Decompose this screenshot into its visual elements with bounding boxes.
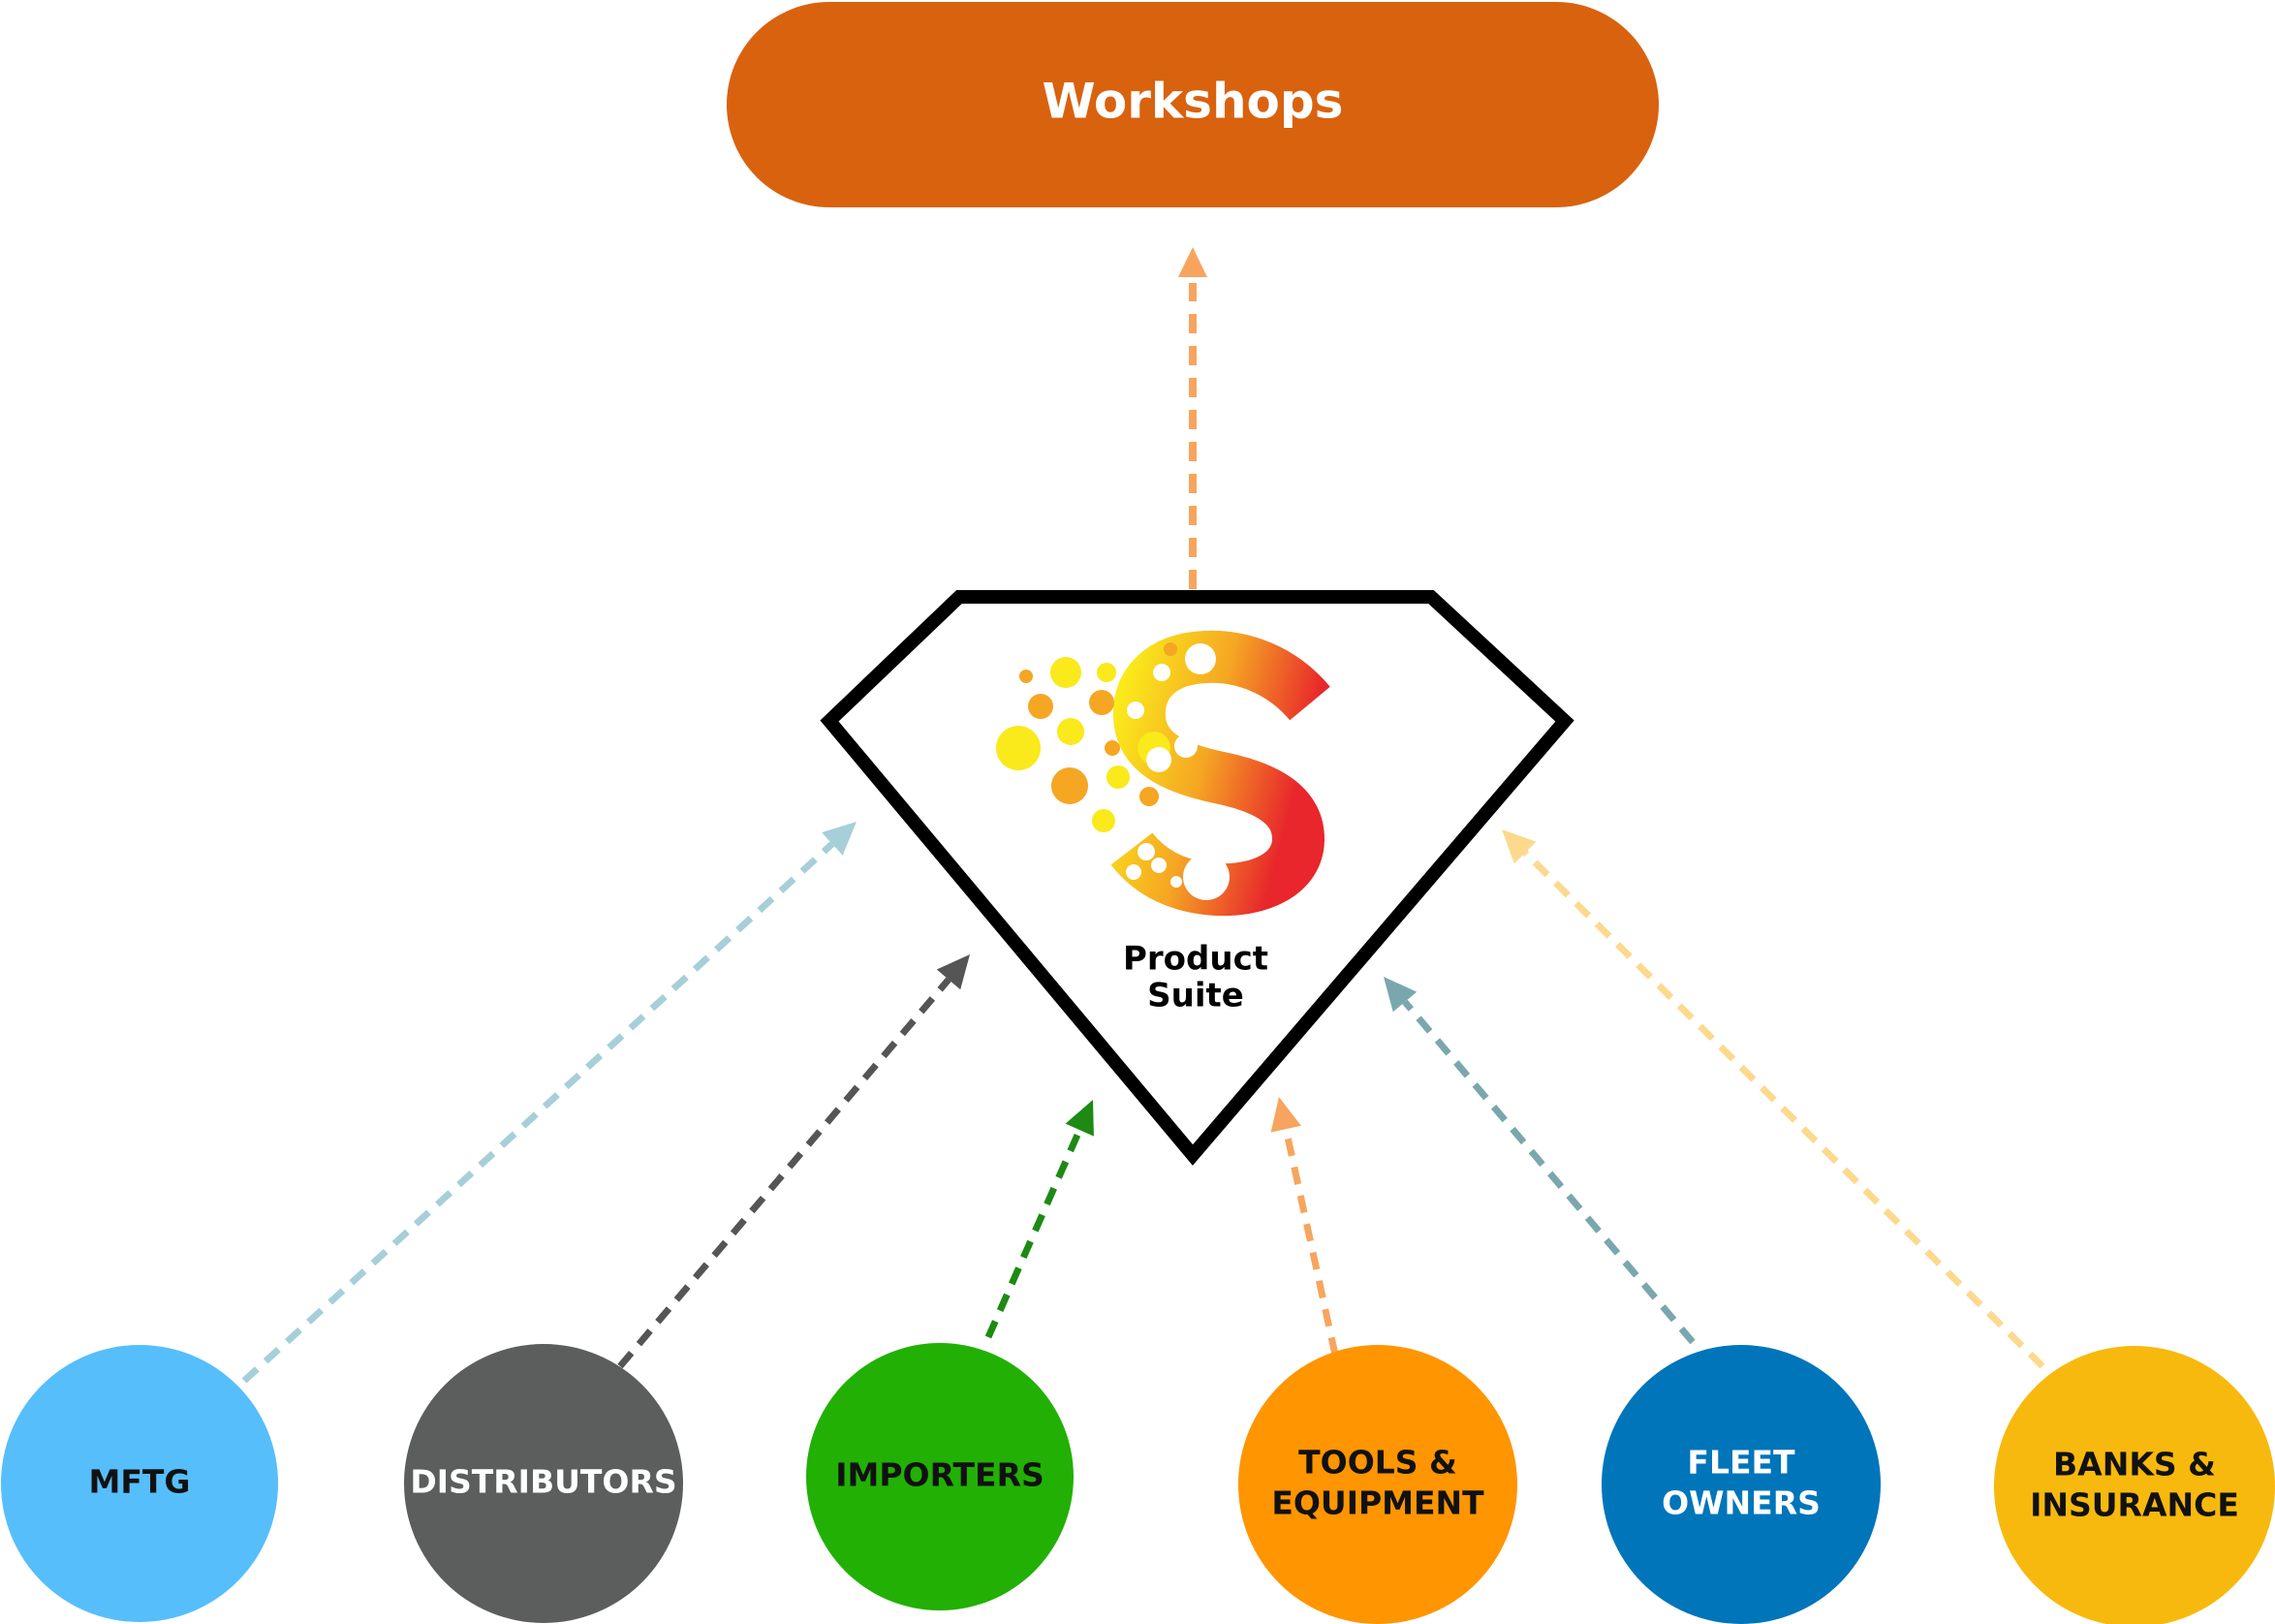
product-suite-label-line1: Product	[1123, 940, 1268, 979]
node-label: OWNERS	[1662, 1484, 1821, 1522]
node-mftg[interactable]: MFTG	[1, 1345, 278, 1622]
arrow-mftg	[241, 822, 857, 1384]
node-label: DISTRIBUTORS	[410, 1463, 676, 1501]
node-circle	[404, 1344, 683, 1623]
node-circle	[1238, 1345, 1517, 1624]
arrow-importers	[984, 1100, 1094, 1339]
arrow-distributors	[617, 954, 970, 1369]
node-label: INSURANCE	[2030, 1486, 2239, 1524]
workshops-node[interactable]: Workshops	[727, 2, 1659, 207]
arrow-banks	[1502, 829, 2045, 1369]
node-label: EQUIPMENT	[1271, 1484, 1484, 1522]
node-circle	[1602, 1345, 1881, 1624]
arrow-to-workshops	[1178, 247, 1207, 589]
node-label: BANKS &	[2053, 1446, 2216, 1483]
node-importers[interactable]: IMPORTERS	[806, 1343, 1074, 1610]
node-distributors[interactable]: DISTRIBUTORS	[404, 1344, 683, 1623]
node-label: TOOLS &	[1298, 1444, 1457, 1482]
node-label: MFTG	[89, 1463, 191, 1501]
node-circle	[806, 1343, 1074, 1610]
arrow-tools	[1270, 1097, 1339, 1356]
node-circle	[1994, 1346, 2275, 1624]
workshops-label: Workshops	[1043, 74, 1344, 130]
node-tools[interactable]: TOOLS &EQUIPMENT	[1238, 1345, 1517, 1624]
connector-arrows	[241, 822, 2045, 1384]
node-label: IMPORTERS	[835, 1456, 1044, 1494]
node-banks[interactable]: BANKS &INSURANCE	[1994, 1346, 2275, 1624]
product-suite-label-line2: Suite	[1147, 977, 1244, 1015]
s-logo-icon	[996, 630, 1330, 917]
node-label: FLEET	[1687, 1444, 1795, 1482]
arrow-fleet	[1384, 977, 1696, 1345]
product-suite-node[interactable]: Product Suite	[820, 590, 1574, 1166]
stakeholder-nodes: MFTG DISTRIBUTORS IMPORTERS TOOLS &EQUIPMEN…	[1, 1343, 2275, 1624]
node-circle	[1, 1345, 278, 1622]
